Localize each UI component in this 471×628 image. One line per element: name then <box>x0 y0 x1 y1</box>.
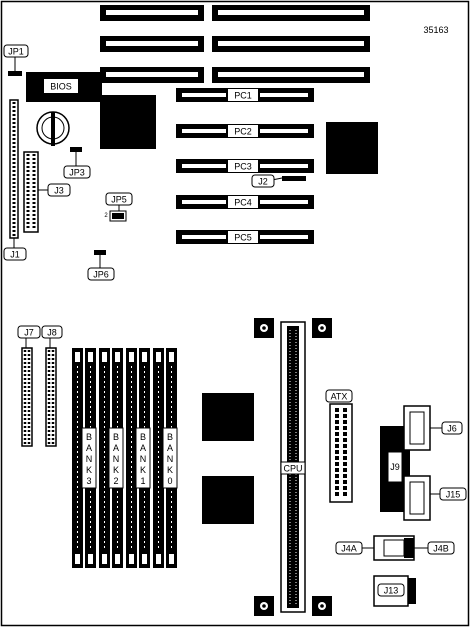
j2-label: J2 <box>258 177 268 187</box>
pci-label: PC4 <box>234 198 252 208</box>
jp1-label: JP1 <box>8 47 24 57</box>
jp3-callout <box>63 165 91 179</box>
bank-letter: N <box>113 454 120 464</box>
pci-slot-pc1: PC1 <box>176 88 314 102</box>
j6-label: J6 <box>447 424 457 434</box>
j3-label: J3 <box>54 186 64 196</box>
j2-callout <box>251 174 275 188</box>
bank-letter: K <box>86 465 92 475</box>
bank-letter: K <box>113 465 119 475</box>
j4-usb-connector: J4A J4B <box>335 535 455 561</box>
jp1-callout <box>3 44 29 58</box>
cache-chip <box>202 393 254 441</box>
cache-chip <box>202 476 254 524</box>
atx-power-connector <box>329 403 353 503</box>
isa-slot <box>100 67 370 83</box>
bank-letter: B <box>140 432 146 442</box>
j2-connector <box>282 176 306 181</box>
bank-letter: B <box>86 432 92 442</box>
bank-letter: A <box>113 443 119 453</box>
jp5-label: JP5 <box>111 195 127 205</box>
jp6-jumper <box>94 250 106 255</box>
j3-callout <box>47 183 71 197</box>
bank-letter: 0 <box>167 476 172 486</box>
atx-callout <box>325 389 353 403</box>
j8-callout <box>41 325 63 339</box>
bios-chip: BIOS <box>26 72 102 102</box>
j1-connector <box>9 99 19 239</box>
pci-label: PC2 <box>234 127 252 137</box>
j15-serial-connector: J15 <box>403 475 467 521</box>
cpu-slot: CPU <box>254 318 332 616</box>
j15-label: J15 <box>446 490 461 500</box>
j7-connector <box>21 347 33 447</box>
bank-letter: N <box>86 454 93 464</box>
io-chip <box>326 122 378 174</box>
isa-slots <box>100 5 370 83</box>
j6-serial-connector: J6 <box>403 405 463 451</box>
bank-letter: 3 <box>86 476 91 486</box>
j3-connector <box>23 151 39 233</box>
j1-label: J1 <box>10 250 20 260</box>
pci-slot-pc3: PC3 <box>176 159 314 173</box>
bank-letter: B <box>113 432 119 442</box>
bank-letter: A <box>86 443 92 453</box>
bank-letter: A <box>167 443 173 453</box>
bank-letter: 1 <box>140 476 145 486</box>
j7-label: J7 <box>24 328 34 338</box>
pci-slot-pc2: PC2 <box>176 124 314 138</box>
jp1-jumper <box>8 71 22 76</box>
bank-letter: N <box>140 454 147 464</box>
j8-connector <box>45 347 57 447</box>
bank-letter: B <box>167 432 173 442</box>
isa-slot <box>100 36 370 52</box>
j9-label: J9 <box>390 462 400 472</box>
bank-letter: A <box>140 443 146 453</box>
cpu-label: CPU <box>283 464 302 474</box>
jp5-pin-label: 2 <box>104 213 108 219</box>
bank-letter: K <box>167 465 173 475</box>
pci-slot-pc4: PC4 <box>176 195 314 209</box>
isa-slot <box>100 5 370 21</box>
j13-label: J13 <box>384 586 399 596</box>
j4b-label: J4B <box>433 544 449 554</box>
jp3-jumper <box>70 147 82 152</box>
bank-letter: 2 <box>113 476 118 486</box>
j1-callout <box>3 247 27 261</box>
jp6-label: JP6 <box>93 270 109 280</box>
chipset-chip <box>100 95 156 149</box>
pci-label: PC1 <box>234 91 252 101</box>
pci-label: PC5 <box>234 233 252 243</box>
bank-letter: N <box>167 454 174 464</box>
j4a-label: J4A <box>341 544 357 554</box>
atx-label: ATX <box>331 392 348 402</box>
bank-letter: K <box>140 465 146 475</box>
bios-label: BIOS <box>50 82 72 92</box>
battery <box>36 111 70 146</box>
j13-keyboard-connector: J13 <box>373 575 416 607</box>
jp6-callout <box>87 267 115 281</box>
pci-label: PC3 <box>234 162 252 172</box>
part-number: 35163 <box>423 25 448 35</box>
jp3-label: JP3 <box>69 168 85 178</box>
j8-label: J8 <box>47 328 57 338</box>
j7-callout <box>17 325 41 339</box>
pci-slot-pc5: PC5 <box>176 230 314 244</box>
